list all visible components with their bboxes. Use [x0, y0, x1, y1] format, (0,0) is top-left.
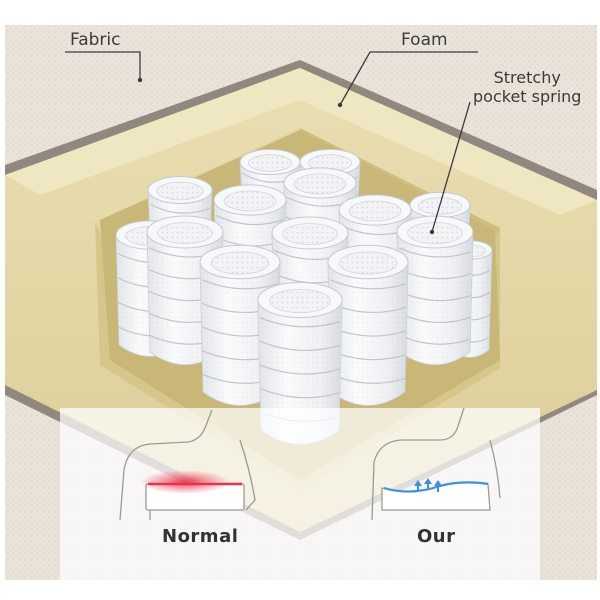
- normal-caption: Normal: [162, 526, 239, 547]
- pocket-spring-label: Stretchy pocket spring: [473, 68, 581, 106]
- label-leaders: [65, 51, 478, 233]
- pocket-spring-grid: [115, 148, 493, 445]
- spring-leader: [431, 101, 471, 233]
- foam-label: Foam: [401, 30, 448, 50]
- pocket-spring-label-line2: pocket spring: [473, 87, 582, 106]
- support-arrows-icon: [414, 478, 442, 492]
- pocket-spring: [396, 215, 474, 366]
- our-caption: Our: [417, 526, 456, 547]
- pocket-spring-label-line1: Stretchy: [493, 68, 561, 87]
- foam-leader: [339, 51, 478, 106]
- pressure-hotspot: [140, 470, 230, 494]
- fabric-leader: [65, 51, 141, 80]
- fabric-label: Fabric: [70, 30, 121, 50]
